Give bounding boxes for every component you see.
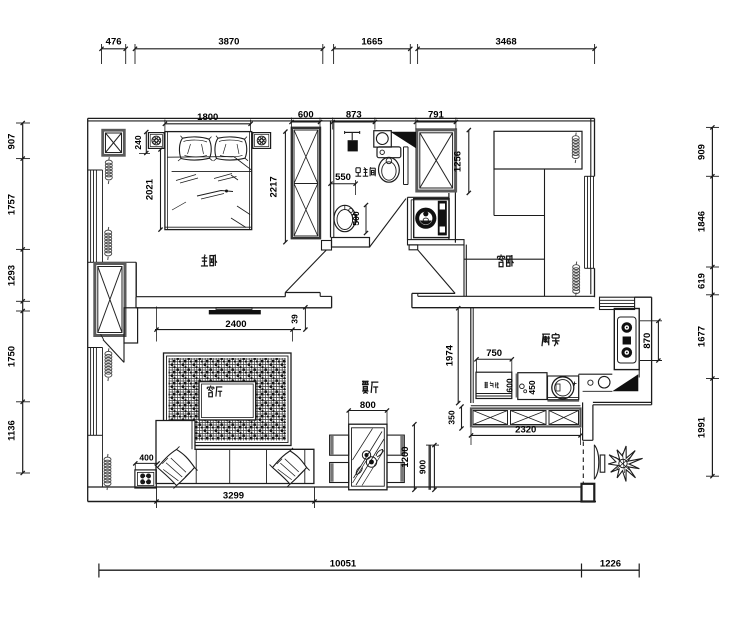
- svg-text:1226: 1226: [600, 559, 621, 570]
- svg-text:1750: 1750: [7, 346, 18, 367]
- svg-text:400: 400: [139, 453, 153, 463]
- svg-text:39: 39: [290, 314, 300, 324]
- svg-text:870: 870: [642, 333, 653, 349]
- svg-text:2320: 2320: [515, 424, 536, 435]
- svg-text:3870: 3870: [218, 37, 239, 48]
- svg-text:2217: 2217: [269, 176, 280, 197]
- svg-text:1677: 1677: [697, 326, 708, 347]
- svg-text:10051: 10051: [330, 559, 357, 570]
- svg-text:2021: 2021: [144, 178, 155, 200]
- svg-text:1256: 1256: [452, 151, 463, 172]
- svg-text:1974: 1974: [445, 344, 456, 366]
- svg-text:900: 900: [417, 460, 427, 474]
- svg-text:1991: 1991: [697, 416, 708, 438]
- svg-text:350: 350: [447, 410, 457, 424]
- svg-text:873: 873: [346, 110, 362, 121]
- svg-text:600: 600: [504, 378, 514, 392]
- svg-text:550: 550: [335, 172, 351, 183]
- svg-text:800: 800: [360, 400, 376, 411]
- svg-text:3299: 3299: [223, 491, 244, 502]
- svg-text:750: 750: [486, 348, 502, 359]
- svg-text:476: 476: [106, 37, 122, 48]
- svg-text:1800: 1800: [197, 112, 218, 123]
- svg-text:2400: 2400: [225, 319, 246, 330]
- svg-text:600: 600: [298, 110, 314, 121]
- svg-text:1136: 1136: [7, 420, 18, 441]
- svg-text:909: 909: [697, 144, 708, 160]
- svg-text:1757: 1757: [7, 194, 18, 215]
- svg-text:1846: 1846: [697, 211, 708, 232]
- svg-text:1293: 1293: [7, 265, 18, 286]
- svg-text:500: 500: [351, 211, 361, 225]
- svg-text:3468: 3468: [496, 37, 517, 48]
- svg-text:791: 791: [428, 110, 445, 121]
- svg-text:1200: 1200: [400, 446, 411, 467]
- svg-text:450: 450: [527, 380, 537, 394]
- svg-text:240: 240: [133, 135, 143, 149]
- svg-text:907: 907: [7, 134, 18, 150]
- svg-text:1665: 1665: [361, 37, 383, 48]
- svg-text:619: 619: [697, 273, 708, 289]
